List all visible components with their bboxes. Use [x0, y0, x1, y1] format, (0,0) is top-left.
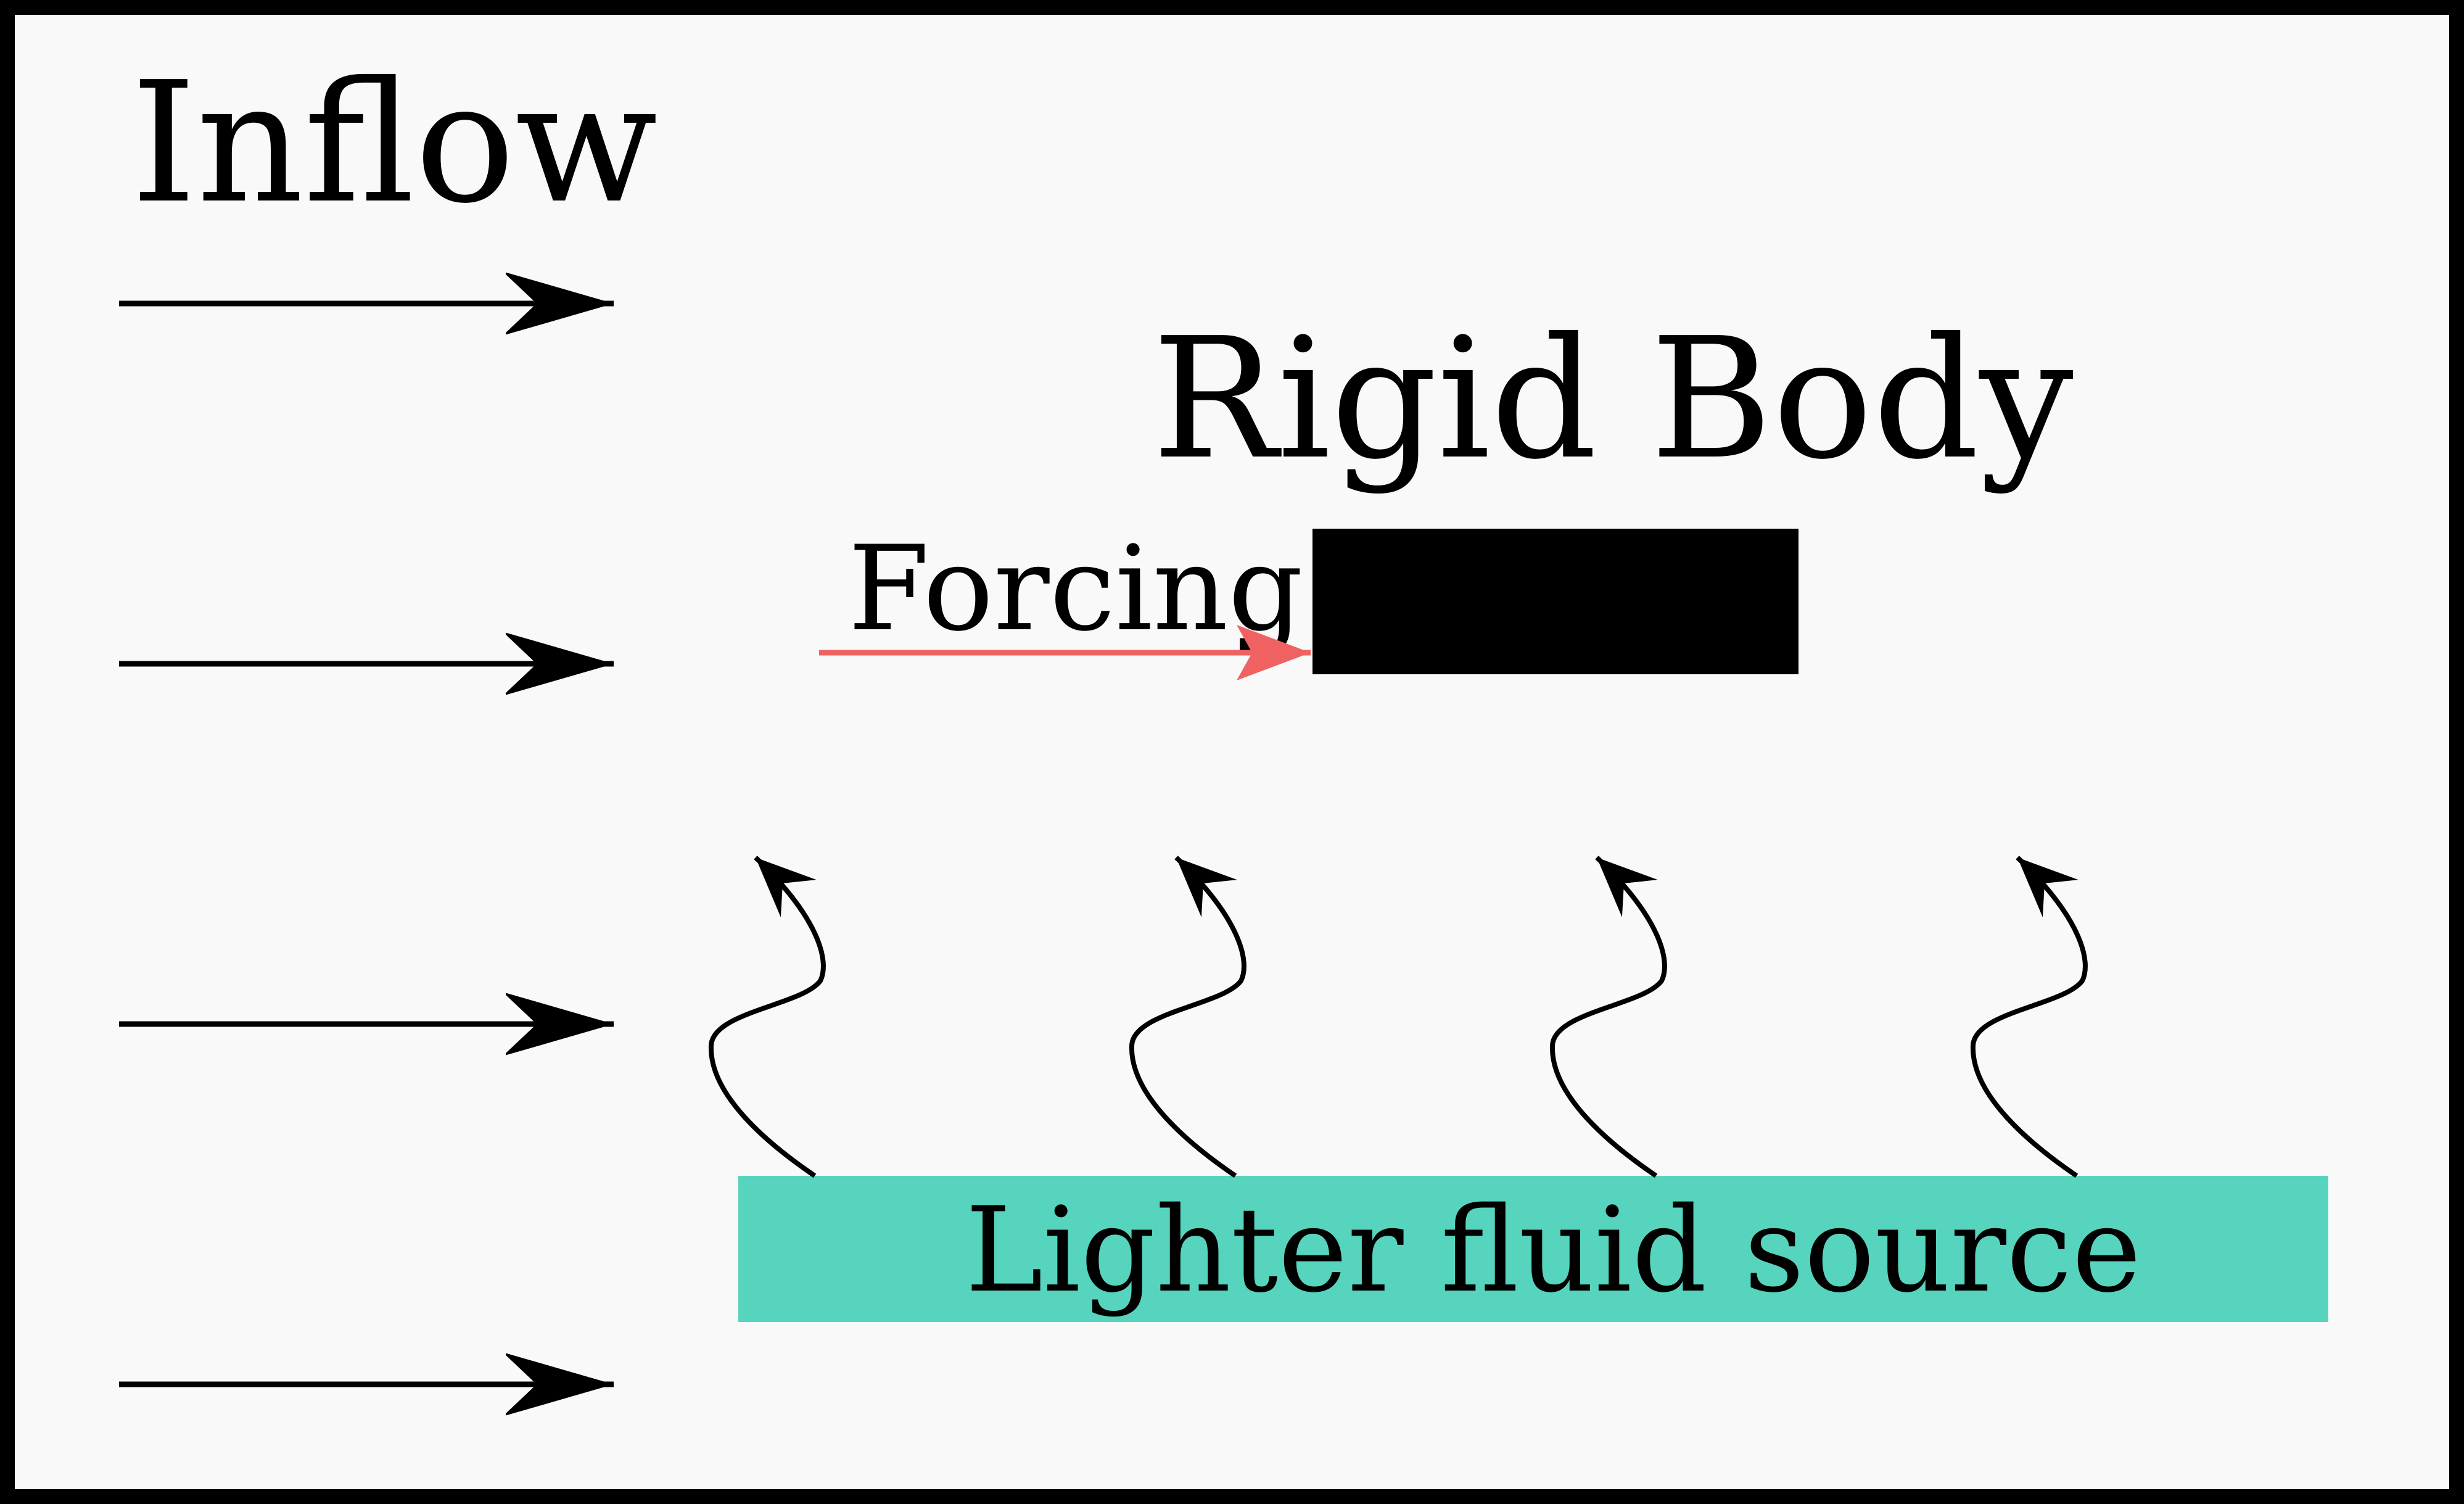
lighter-fluid-source: [738, 1176, 2328, 1322]
rigid-body: [1312, 529, 1799, 674]
inflow-label: Inflow: [131, 46, 657, 240]
plume-arrow: [1549, 856, 1667, 1178]
plume-arrow: [1970, 856, 2088, 1178]
source-label: Lighter fluid source: [965, 1182, 2141, 1318]
forcing-label: Forcing: [848, 521, 1303, 657]
plume-arrow: [1129, 856, 1246, 1178]
rising-plumes: [708, 856, 2088, 1178]
rigid-body-label: Rigid Body: [1152, 302, 2074, 496]
inflow-arrows: [119, 304, 614, 1384]
plume-arrow: [708, 856, 826, 1178]
